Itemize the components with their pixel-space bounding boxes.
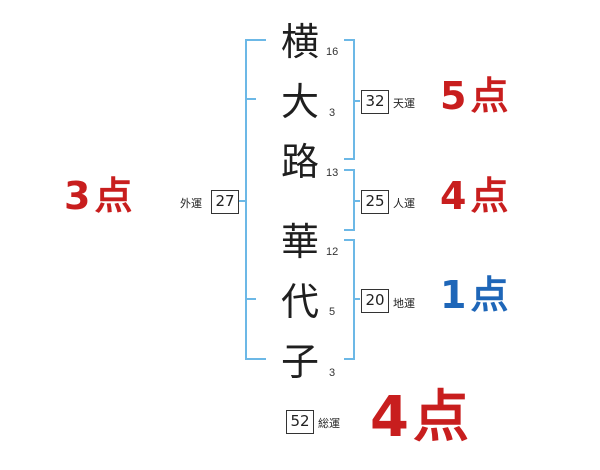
gaiun-score-unit: 点 [94, 174, 133, 218]
jinun-score-unit: 点 [470, 174, 509, 218]
surname-strokes-3: 13 [326, 167, 339, 179]
tenun-label: 天運 [393, 97, 415, 110]
gaiun-score-number: 3 [64, 174, 91, 218]
given-char-3: 子 [280, 340, 319, 384]
souun-score-unit: 点 [412, 385, 469, 450]
surname-char-3: 路 [280, 140, 319, 184]
jinun-bracket [344, 169, 355, 231]
gaiun-label: 外運 [180, 197, 202, 210]
gaiun-value-box: 27 [211, 190, 239, 214]
tenun-score-unit: 点 [470, 74, 509, 118]
outer-bracket [245, 39, 266, 360]
given-char-2: 代 [280, 280, 319, 324]
tenun-score-number: 5 [440, 74, 467, 118]
tenun-value-box: 32 [361, 90, 389, 114]
jinun-score-number: 4 [440, 174, 467, 218]
souun-score-number: 4 [370, 385, 409, 450]
surname-char-1: 横 [280, 20, 319, 64]
chiun-bracket [344, 239, 355, 360]
surname-strokes-1: 16 [326, 46, 339, 58]
surname-char-2: 大 [280, 80, 319, 124]
surname-strokes-2: 3 [329, 107, 336, 119]
souun-label: 総運 [318, 417, 340, 430]
given-char-1: 華 [280, 220, 319, 264]
jinun-value-box: 25 [361, 190, 389, 214]
given-strokes-3: 3 [329, 367, 336, 379]
tenun-bracket [344, 39, 355, 160]
chiun-score-unit: 点 [470, 273, 509, 317]
given-strokes-2: 5 [329, 306, 336, 318]
chiun-value-box: 20 [361, 289, 389, 313]
souun-score: 4点 [370, 386, 469, 450]
given-strokes-1: 12 [326, 246, 339, 258]
jinun-label: 人運 [393, 197, 415, 210]
chiun-label: 地運 [393, 297, 415, 310]
chiun-score-number: 1 [440, 273, 467, 317]
souun-value-box: 52 [286, 410, 314, 434]
